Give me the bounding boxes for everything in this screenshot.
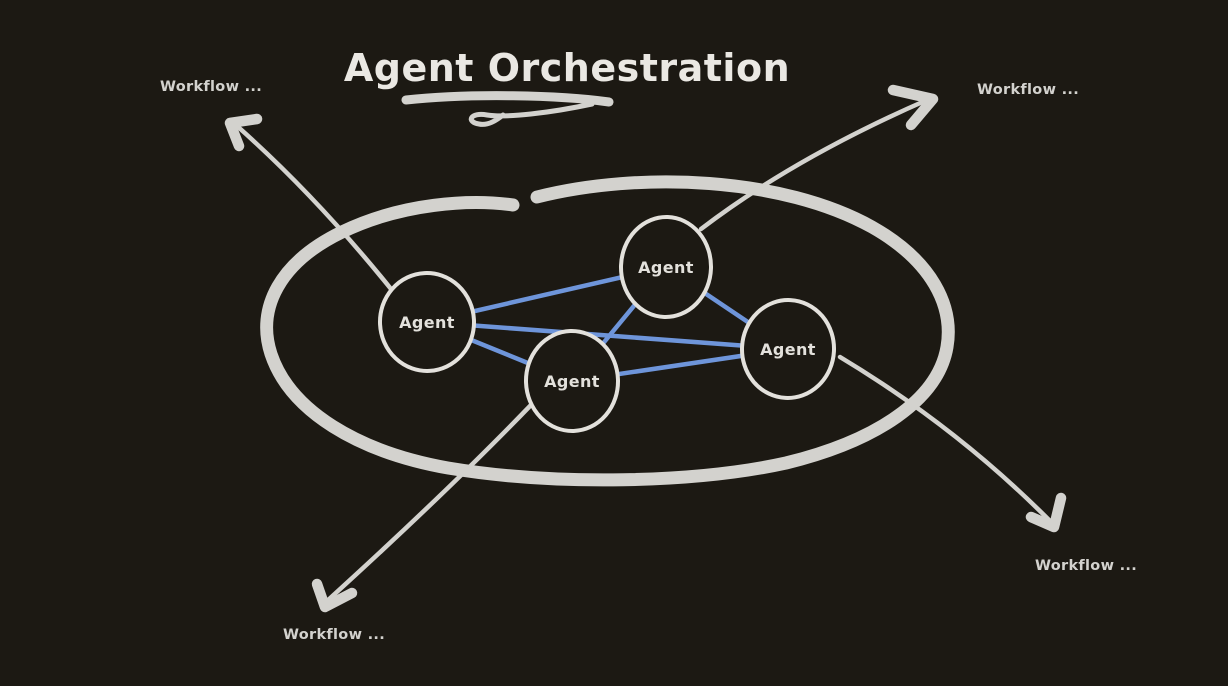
workflow-arrow-bottom-right[interactable]	[837, 354, 1067, 533]
agent-circle	[739, 298, 837, 400]
agent-node-right[interactable]: Agent	[739, 298, 837, 401]
agent-node-label: Agent	[544, 372, 600, 391]
arrow-shaft	[837, 354, 1054, 525]
workflow-arrow-top-left[interactable]	[224, 113, 394, 292]
arrow-shaft	[324, 402, 534, 604]
title-underline[interactable]	[401, 91, 614, 127]
cluster-ellipse[interactable]	[260, 175, 955, 487]
arrowhead-icon	[1025, 492, 1067, 533]
workflow-label-bottom-left[interactable]: Workflow ...	[283, 627, 385, 643]
agent-node-label: Agent	[638, 258, 694, 277]
cluster-ellipse-stroke	[260, 175, 955, 487]
arrowhead-icon	[887, 84, 939, 131]
arrow-shaft	[698, 97, 930, 232]
agent-node-top[interactable]: Agent	[618, 215, 714, 319]
agent-circle	[377, 271, 477, 373]
workflow-label-top-left[interactable]: Workflow ...	[160, 79, 262, 95]
workflow-arrow-bottom-left[interactable]	[311, 402, 534, 613]
underline-flourish	[468, 101, 595, 127]
arrow-shaft	[234, 123, 394, 292]
agent-circle	[618, 215, 714, 319]
workflow-arrow-top-right[interactable]	[698, 84, 939, 232]
agent-node-label: Agent	[760, 340, 816, 359]
workflow-label-top-right[interactable]: Workflow ...	[977, 82, 1079, 98]
agent-node-left[interactable]: Agent	[377, 271, 477, 374]
arrowhead-icon	[224, 113, 263, 152]
underline-stroke	[401, 91, 614, 107]
agent-circle	[523, 329, 621, 433]
diagram-title[interactable]: Agent Orchestration	[344, 46, 790, 90]
workflow-label-bottom-right[interactable]: Workflow ...	[1035, 558, 1137, 574]
agent-node-label: Agent	[399, 313, 455, 332]
arrowhead-icon	[311, 578, 358, 613]
agent-node-bottom[interactable]: Agent	[523, 329, 621, 433]
